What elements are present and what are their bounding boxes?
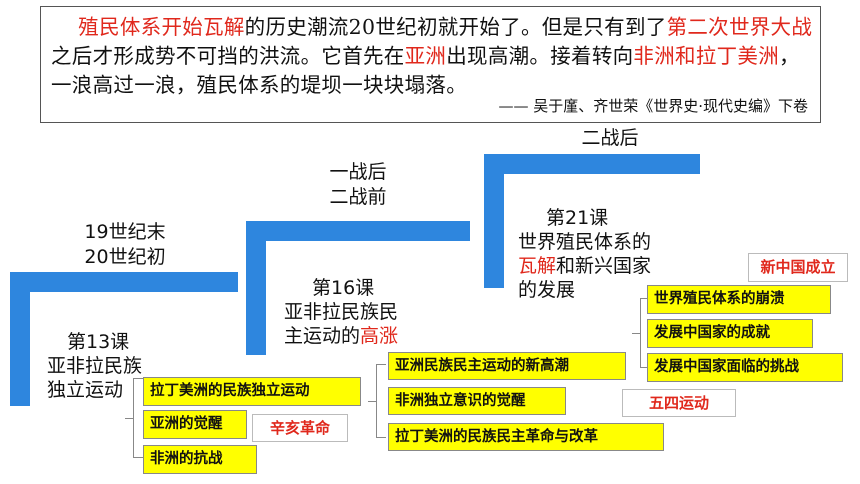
period-label-1: 19世纪末 20世纪初 xyxy=(70,220,180,270)
lesson-13-title-line1: 亚非拉民族 xyxy=(47,355,143,377)
period-label-3-line1: 二战后 xyxy=(581,127,639,149)
stair-step-1-top xyxy=(10,272,238,292)
topic-colonial-system-collapse: 世界殖民体系的崩溃 xyxy=(647,285,831,314)
quote-source: —— 吴于廑、齐世荣《世界史·现代史编》下卷 xyxy=(498,97,808,115)
period-label-1-line1: 19世纪末 xyxy=(84,221,166,243)
quote-part-8: ，一浪高过一浪，殖民体系的堤坝一块块塌落。 xyxy=(51,44,800,97)
topic-asia-awakening: 亚洲的觉醒 xyxy=(143,410,247,439)
quote-box: 殖民体系开始瓦解的历史潮流20世纪初就开始了。但是只有到了第二次世界大战之后才形… xyxy=(40,6,821,123)
lesson-16-title-line1: 亚非拉民族民 xyxy=(284,301,399,323)
quote-text: 殖民体系开始瓦解的历史潮流20世纪初就开始了。但是只有到了第二次世界大战之后才形… xyxy=(51,13,813,100)
lesson-21-title-line2b: 和新兴国家 xyxy=(556,255,652,277)
period-label-1-line2: 20世纪初 xyxy=(84,246,166,268)
stair-step-3-side xyxy=(484,154,504,288)
quote-highlight-4: 非洲和拉丁美洲 xyxy=(633,44,780,68)
period-label-2-line1: 一战后 xyxy=(329,161,387,183)
lesson-16: 第16课 亚非拉民族民 主运动的高涨 xyxy=(284,276,434,348)
stair-step-1-side xyxy=(10,272,30,406)
lesson-13-title-line2: 独立运动 xyxy=(47,379,124,401)
lesson-21-title-line3: 的发展 xyxy=(518,279,576,301)
event-xinhai-revolution: 辛亥革命 xyxy=(252,414,348,442)
topic-latin-america-independence: 拉丁美洲的民族独立运动 xyxy=(143,377,361,406)
quote-highlight-2: 第二次世界大战 xyxy=(666,15,813,39)
lesson-16-title-line2a: 主运动的 xyxy=(284,325,361,347)
event-prc-founding: 新中国成立 xyxy=(748,253,848,282)
quote-part-4: 之后才形成势不可挡的洪流。它首先在 xyxy=(51,44,405,68)
lesson-13: 第13课 亚非拉民族 独立运动 xyxy=(47,330,177,402)
topic-africa-resistance: 非洲的抗战 xyxy=(143,445,257,474)
quote-highlight-3: 亚洲 xyxy=(404,44,447,68)
period-label-2-line2: 二战前 xyxy=(329,186,387,208)
quote-highlight-1: 殖民体系开始瓦解 xyxy=(78,15,245,39)
lesson-21-highlight: 瓦解 xyxy=(518,255,557,277)
period-label-3: 二战后 xyxy=(560,126,660,151)
topic-developing-countries-achievements: 发展中国家的成就 xyxy=(647,319,813,348)
bracket-lesson-13-stem xyxy=(125,418,133,419)
lesson-13-number: 第13课 xyxy=(67,331,130,353)
lesson-16-number: 第16课 xyxy=(312,277,375,299)
stair-step-3-top xyxy=(484,154,700,174)
topic-asia-new-upsurge: 亚洲民族民主运动的新高潮 xyxy=(388,352,626,380)
bracket-lesson-21 xyxy=(640,298,649,368)
lesson-21: 第21课 世界殖民体系的 瓦解和新兴国家 的发展 xyxy=(518,206,678,302)
topic-developing-countries-challenges: 发展中国家面临的挑战 xyxy=(647,353,843,382)
lesson-21-title-line2: 瓦解和新兴国家 xyxy=(518,254,678,278)
topic-latin-america-revolution-reform: 拉丁美洲的民族民主革命与改革 xyxy=(388,423,664,451)
event-may-fourth-movement: 五四运动 xyxy=(622,389,736,417)
lesson-16-highlight: 高涨 xyxy=(360,325,399,347)
lesson-21-number: 第21课 xyxy=(546,207,609,229)
quote-part-2: 的历史潮流20世纪初就开始了。但是只有到了 xyxy=(244,15,667,39)
bracket-lesson-13 xyxy=(133,378,143,458)
lesson-16-title-line2: 主运动的高涨 xyxy=(284,324,434,348)
bracket-lesson-16 xyxy=(376,364,386,438)
bracket-lesson-16-stem xyxy=(368,401,376,402)
bracket-lesson-21-stem xyxy=(632,333,640,334)
quote-part-6: 出现高潮。接着转向 xyxy=(446,44,634,68)
stair-step-2-side xyxy=(246,221,266,355)
lesson-21-title-line1: 世界殖民体系的 xyxy=(518,231,652,253)
stair-step-2-top xyxy=(246,221,470,241)
period-label-2: 一战后 二战前 xyxy=(308,160,408,210)
topic-africa-independence-awakening: 非洲独立意识的觉醒 xyxy=(388,387,566,415)
